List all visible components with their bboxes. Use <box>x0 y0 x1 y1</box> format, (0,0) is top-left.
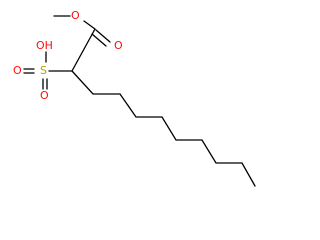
atom-label-sulfur: S <box>40 64 47 77</box>
atom-label-carbonyl-o: O <box>114 39 123 52</box>
atom-label-hydroxyl: OH <box>36 39 53 52</box>
bond-o-carbonyl <box>83 20 96 30</box>
bond-carbonyl-double-1 <box>95 29 111 43</box>
atom-label-methyl-o: O <box>71 9 80 22</box>
atom-label-sulfonyl-o: O <box>13 64 22 77</box>
alkyl-chain <box>71 70 256 187</box>
structure-diagram: O O OH S O O <box>13 9 256 187</box>
atom-label-sulfonyl-o2: O <box>40 89 49 102</box>
atom-labels: O O OH S O O <box>13 9 123 102</box>
bond-carbonyl-alpha <box>71 28 96 72</box>
molecule-svg <box>23 15 256 187</box>
bond-carbonyl-double-2 <box>91 33 107 47</box>
